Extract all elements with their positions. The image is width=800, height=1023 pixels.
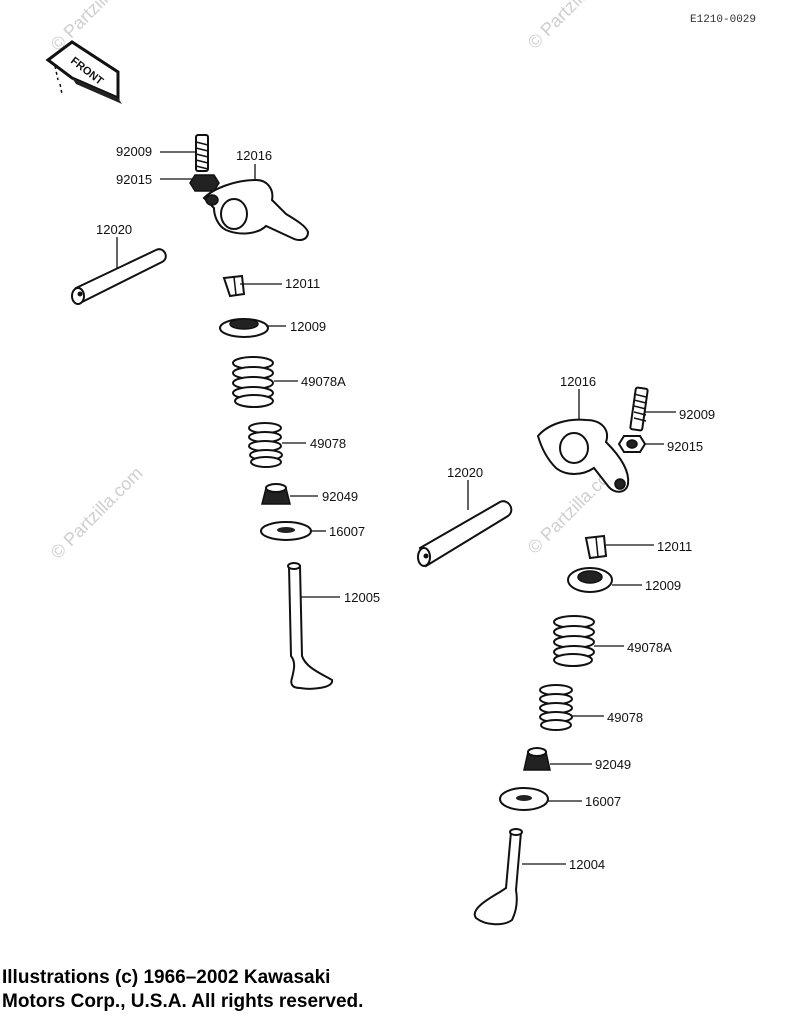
part-label: 16007: [329, 524, 365, 539]
collet-left: [222, 274, 246, 298]
outer-spring-right: [553, 615, 595, 667]
part-label: 92049: [322, 489, 358, 504]
valve-left: [287, 562, 333, 690]
labels-left: 92009 92015 12016 12020 12011 12009 4907…: [96, 144, 380, 605]
part-label: 92009: [116, 144, 152, 159]
retainer-left: [219, 318, 269, 338]
part-label: 12020: [96, 222, 132, 237]
locknut-right: [617, 435, 647, 453]
rocker-shaft-right: [417, 500, 513, 568]
part-label: 49078: [607, 710, 643, 725]
inner-spring-left: [248, 422, 283, 468]
rocker-arm-left: [202, 178, 310, 241]
part-label: 12016: [236, 148, 272, 163]
part-label: 49078: [310, 436, 346, 451]
part-label: 12005: [344, 590, 380, 605]
leader-lines-left: [116, 151, 340, 598]
part-label: 12020: [447, 465, 483, 480]
spring-seat-left: [260, 521, 312, 541]
locknut-left: [189, 174, 220, 192]
front-arrow: FRONT: [45, 40, 122, 104]
part-label: 92049: [595, 757, 631, 772]
part-label: 49078A: [301, 374, 346, 389]
spring-seat-right: [499, 787, 549, 811]
inner-spring-right: [539, 684, 573, 731]
watermark-text: © Partzilla.com: [47, 463, 147, 563]
part-label: 12016: [560, 374, 596, 389]
valve-right: [473, 828, 523, 926]
watermark-group: © Partzilla.com © Partzilla.com © Partzi…: [47, 0, 624, 563]
part-label: 92009: [679, 407, 715, 422]
part-label: 16007: [585, 794, 621, 809]
oil-seal-right: [523, 747, 551, 771]
watermark-text: © Partzilla.com: [47, 0, 147, 55]
drawing-code: E1210-0029: [690, 14, 756, 26]
part-label: 92015: [116, 172, 152, 187]
rocker-shaft-left: [71, 248, 167, 305]
labels-right: 12016 92009 92015 12020 12011 12009 4907…: [447, 374, 715, 872]
adjusting-screw-right: [629, 386, 649, 432]
part-label: 12009: [290, 319, 326, 334]
rocker-arm-right: [536, 418, 630, 493]
part-label: 12004: [569, 857, 605, 872]
collet-right: [584, 534, 608, 560]
adjusting-screw-left: [195, 134, 209, 172]
oil-seal-left: [261, 483, 291, 505]
watermark-text: © Partzilla.com: [524, 0, 624, 53]
outer-spring-left: [232, 356, 274, 408]
part-label: 49078A: [627, 640, 672, 655]
leader-lines-right: [467, 389, 676, 865]
retainer-right: [567, 567, 613, 593]
part-label: 92015: [667, 439, 703, 454]
part-label: 12011: [657, 539, 692, 554]
part-label: 12011: [285, 276, 320, 291]
part-label: 12009: [645, 578, 681, 593]
copyright-notice: Illustrations (c) 1966–2002 Kawasaki Mot…: [2, 967, 364, 1012]
